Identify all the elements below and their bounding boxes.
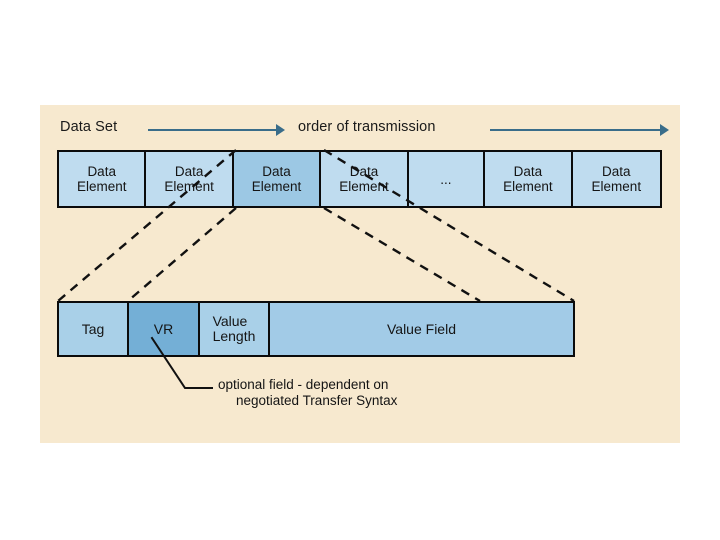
field-vr-label: VR xyxy=(153,320,174,337)
field-value-field: Value Field xyxy=(270,303,573,355)
field-tag-label: Tag xyxy=(81,320,105,337)
data-set-label: Data Set xyxy=(60,119,118,135)
data-element-cell-ellipsis: ... xyxy=(408,152,486,206)
data-element-field-bar: Tag VR Value Length Value Field xyxy=(57,301,575,357)
data-element-cell-2-line2: Element xyxy=(164,179,214,194)
data-element-cell-1-line1: Data xyxy=(87,164,116,179)
data-element-cell-1-label: Data Element xyxy=(77,164,127,194)
transmission-arrow-right-head-icon xyxy=(660,124,669,136)
data-element-cell-6-label: Data Element xyxy=(503,164,553,194)
field-value-length: Value Length xyxy=(200,303,270,355)
vr-callout-caption-line1: optional field - dependent on xyxy=(218,377,389,392)
dataset-strip: Data Element Data Element Data Element D… xyxy=(57,150,662,208)
field-value-length-line1: Value xyxy=(212,313,248,329)
field-value-length-line2: Length xyxy=(212,328,256,344)
transmission-arrow-left-shaft xyxy=(148,129,278,131)
data-element-cell-1-line2: Element xyxy=(76,179,127,194)
transmission-arrow-left-head-icon xyxy=(276,124,285,136)
data-element-cell-7-line2: Element xyxy=(591,179,642,194)
data-element-cell-1: Data Element xyxy=(59,152,147,206)
field-value-field-label: Value Field xyxy=(386,320,456,337)
data-element-cell-2: Data Element xyxy=(146,152,234,206)
data-element-cell-2-line1: Data xyxy=(174,164,204,179)
data-element-cell-4-line1: Data xyxy=(349,164,379,179)
data-element-cell-7-label: Data Element xyxy=(592,164,642,194)
data-element-cell-4: Data Element xyxy=(321,152,409,206)
connector-line-inner-left xyxy=(127,207,237,302)
data-element-cell-3-line1: Data xyxy=(262,164,291,179)
transmission-header: Data Set order of transmission xyxy=(40,117,680,141)
data-element-cell-6-line2: Element xyxy=(503,179,553,194)
data-element-cell-7: Data Element xyxy=(572,152,661,206)
field-vr: VR xyxy=(129,303,200,355)
data-element-cell-3-highlighted: Data Element xyxy=(233,152,322,206)
data-element-cell-4-line2: Element xyxy=(339,179,389,194)
vr-callout-caption: optional field - dependent on negotiated… xyxy=(218,377,397,409)
order-of-transmission-label: order of transmission xyxy=(298,119,436,135)
field-tag: Tag xyxy=(59,303,129,355)
ellipsis-label: ... xyxy=(440,171,452,187)
data-element-cell-6: Data Element xyxy=(485,152,573,206)
transmission-arrow-right-shaft xyxy=(490,129,662,131)
data-element-cell-4-label: Data Element xyxy=(339,164,389,194)
vr-callout-caption-line2: negotiated Transfer Syntax xyxy=(236,393,398,408)
connector-line-inner-right xyxy=(323,206,481,303)
data-element-cell-2-label: Data Element xyxy=(164,164,214,194)
field-value-length-label: Value Length xyxy=(213,314,256,344)
data-element-cell-6-line1: Data xyxy=(513,164,543,179)
data-element-cell-3-label: Data Element xyxy=(252,164,302,194)
data-element-cell-7-line1: Data xyxy=(602,164,631,179)
data-element-cell-3-line2: Element xyxy=(251,179,302,194)
figure-panel: Data Set order of transmission Data Elem… xyxy=(40,105,680,443)
